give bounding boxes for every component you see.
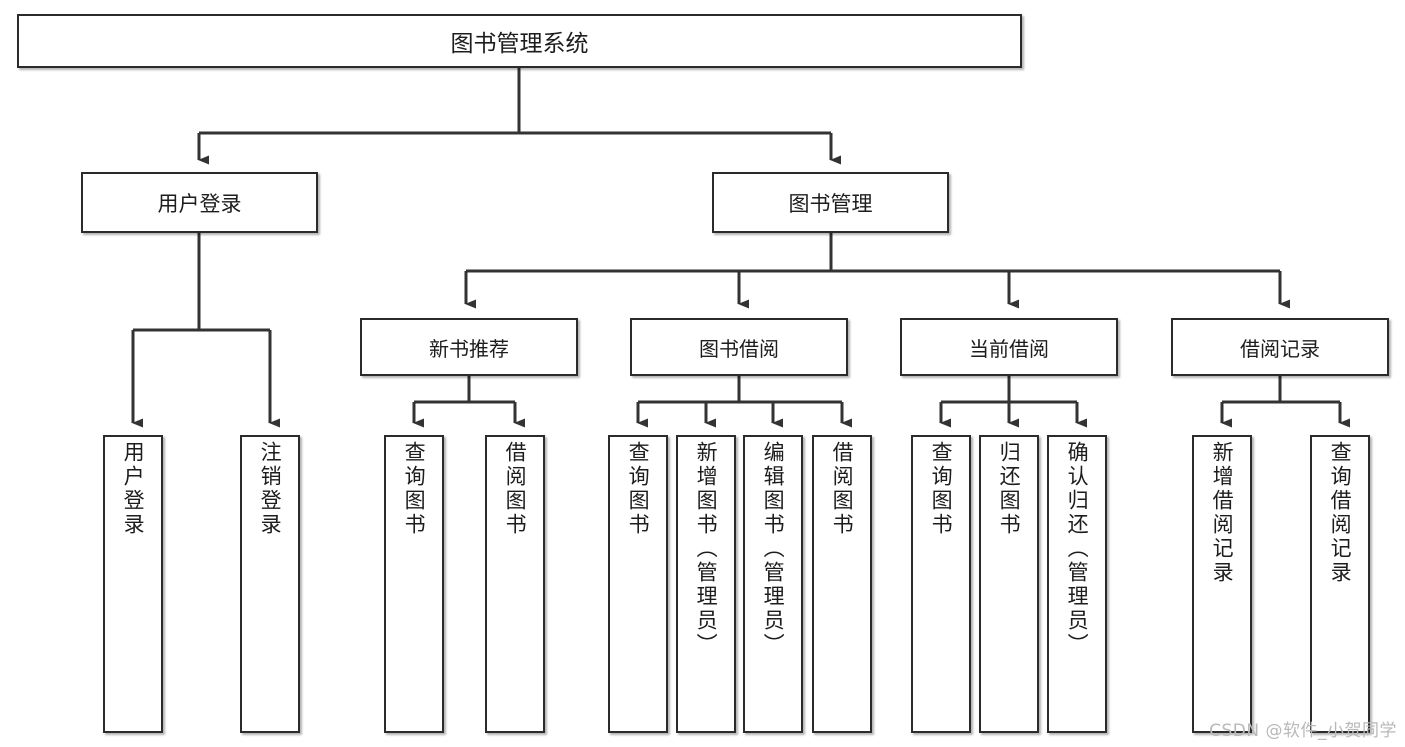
leaf-query-book-borrow[interactable]: 查询图书: [608, 435, 668, 733]
node-label: 查询图书: [626, 441, 651, 537]
leaf-logout-login[interactable]: 注销登录: [240, 435, 300, 733]
node-label: 当前借阅: [969, 336, 1049, 361]
leaf-edit-book-admin[interactable]: 编辑图书（管理员）: [743, 435, 803, 733]
leaf-query-book-current[interactable]: 查询图书: [911, 435, 971, 733]
node-label: 新增借阅记录: [1210, 441, 1235, 585]
leaf-borrow-book-recommend[interactable]: 借阅图书: [485, 435, 545, 733]
csdn-watermark: CSDN @软件_小贺同学: [1209, 721, 1397, 741]
node-label: 查询图书: [402, 441, 427, 537]
node-label: 编辑图书（管理员）: [761, 441, 786, 657]
leaf-borrow-book[interactable]: 借阅图书: [812, 435, 872, 733]
leaf-add-borrow-record[interactable]: 新增借阅记录: [1192, 435, 1252, 733]
node-label: 确认归还（管理员）: [1065, 441, 1090, 657]
leaf-add-book-admin[interactable]: 新增图书（管理员）: [676, 435, 736, 733]
node-label: 新增图书（管理员）: [694, 441, 719, 657]
node-label: 借阅图书: [503, 441, 528, 537]
node-label: 查询图书: [929, 441, 954, 537]
leaf-confirm-return-admin[interactable]: 确认归还（管理员）: [1047, 435, 1107, 733]
node-label: 借阅记录: [1240, 336, 1320, 361]
node-book-management[interactable]: 图书管理: [712, 172, 949, 233]
node-label: 归还图书: [997, 441, 1022, 537]
leaf-return-book[interactable]: 归还图书: [979, 435, 1039, 733]
leaf-query-borrow-record[interactable]: 查询借阅记录: [1310, 435, 1370, 733]
node-label: 借阅图书: [830, 441, 855, 537]
node-root-book-management-system[interactable]: 图书管理系统: [17, 14, 1022, 68]
leaf-query-book-recommend[interactable]: 查询图书: [384, 435, 444, 733]
node-borrow-record[interactable]: 借阅记录: [1171, 318, 1389, 376]
node-label: 用户登录: [121, 441, 146, 537]
leaf-user-login[interactable]: 用户登录: [103, 435, 163, 733]
node-book-borrow[interactable]: 图书借阅: [630, 318, 848, 376]
node-label: 用户登录: [157, 191, 242, 216]
node-label: 注销登录: [258, 441, 283, 537]
node-label: 图书管理: [788, 191, 873, 216]
node-new-book-recommend[interactable]: 新书推荐: [360, 318, 578, 376]
node-label: 图书借阅: [699, 336, 779, 361]
node-label: 查询借阅记录: [1328, 441, 1353, 585]
node-user-login[interactable]: 用户登录: [81, 172, 318, 233]
node-label: 新书推荐: [429, 336, 509, 361]
node-current-borrow[interactable]: 当前借阅: [900, 318, 1118, 376]
node-label: 图书管理系统: [450, 31, 589, 57]
